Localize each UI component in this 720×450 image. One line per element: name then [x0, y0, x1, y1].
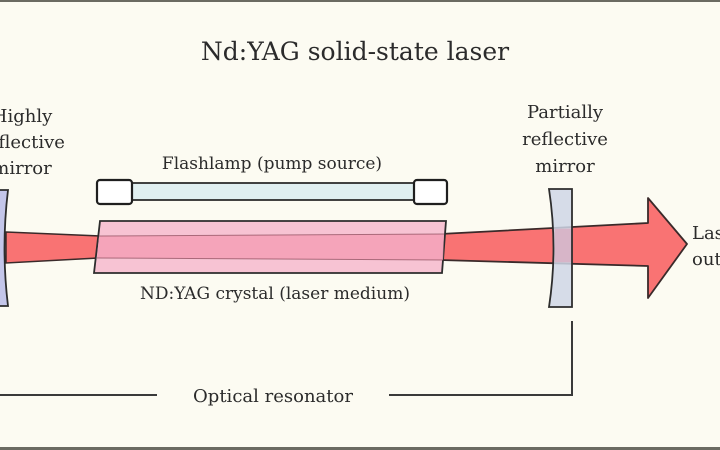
crystal-beam-edge-bottom [96, 257, 444, 261]
beam-left-segment [5, 231, 101, 264]
right-mirror-label-line1: Partially [527, 102, 604, 123]
flashlamp-right-electrode [412, 178, 449, 206]
left-mirror-label-line1: Highly [0, 106, 53, 127]
crystal-label: ND:YAG crystal (laser medium) [140, 284, 410, 304]
diagram-title: Nd:YAG solid-state laser [201, 37, 509, 66]
left-mirror-label-line3: mirror [0, 158, 52, 179]
laser-output-label-line1: Laser [692, 223, 720, 244]
frame-top-border [0, 0, 720, 2]
frame-bottom-border [0, 447, 720, 450]
laser-output-label-line2: output [692, 249, 720, 270]
mirror-beam-overlap [555, 229, 571, 262]
left-mirror-label-line2: reflective [0, 132, 65, 153]
right-mirror-label-line2: reflective [522, 129, 608, 150]
crystal-beam-core [97, 234, 444, 260]
flashlamp-left-electrode [95, 178, 134, 206]
crystal-beam-edge-top [98, 233, 445, 237]
right-mirror-label-line3: mirror [535, 156, 595, 177]
highly-reflective-mirror [0, 189, 10, 307]
flashlamp-tube [129, 182, 419, 201]
resonator-label: Optical resonator [193, 386, 353, 407]
flashlamp-label: Flashlamp (pump source) [162, 154, 382, 174]
resonator-bracket-right [389, 321, 573, 396]
